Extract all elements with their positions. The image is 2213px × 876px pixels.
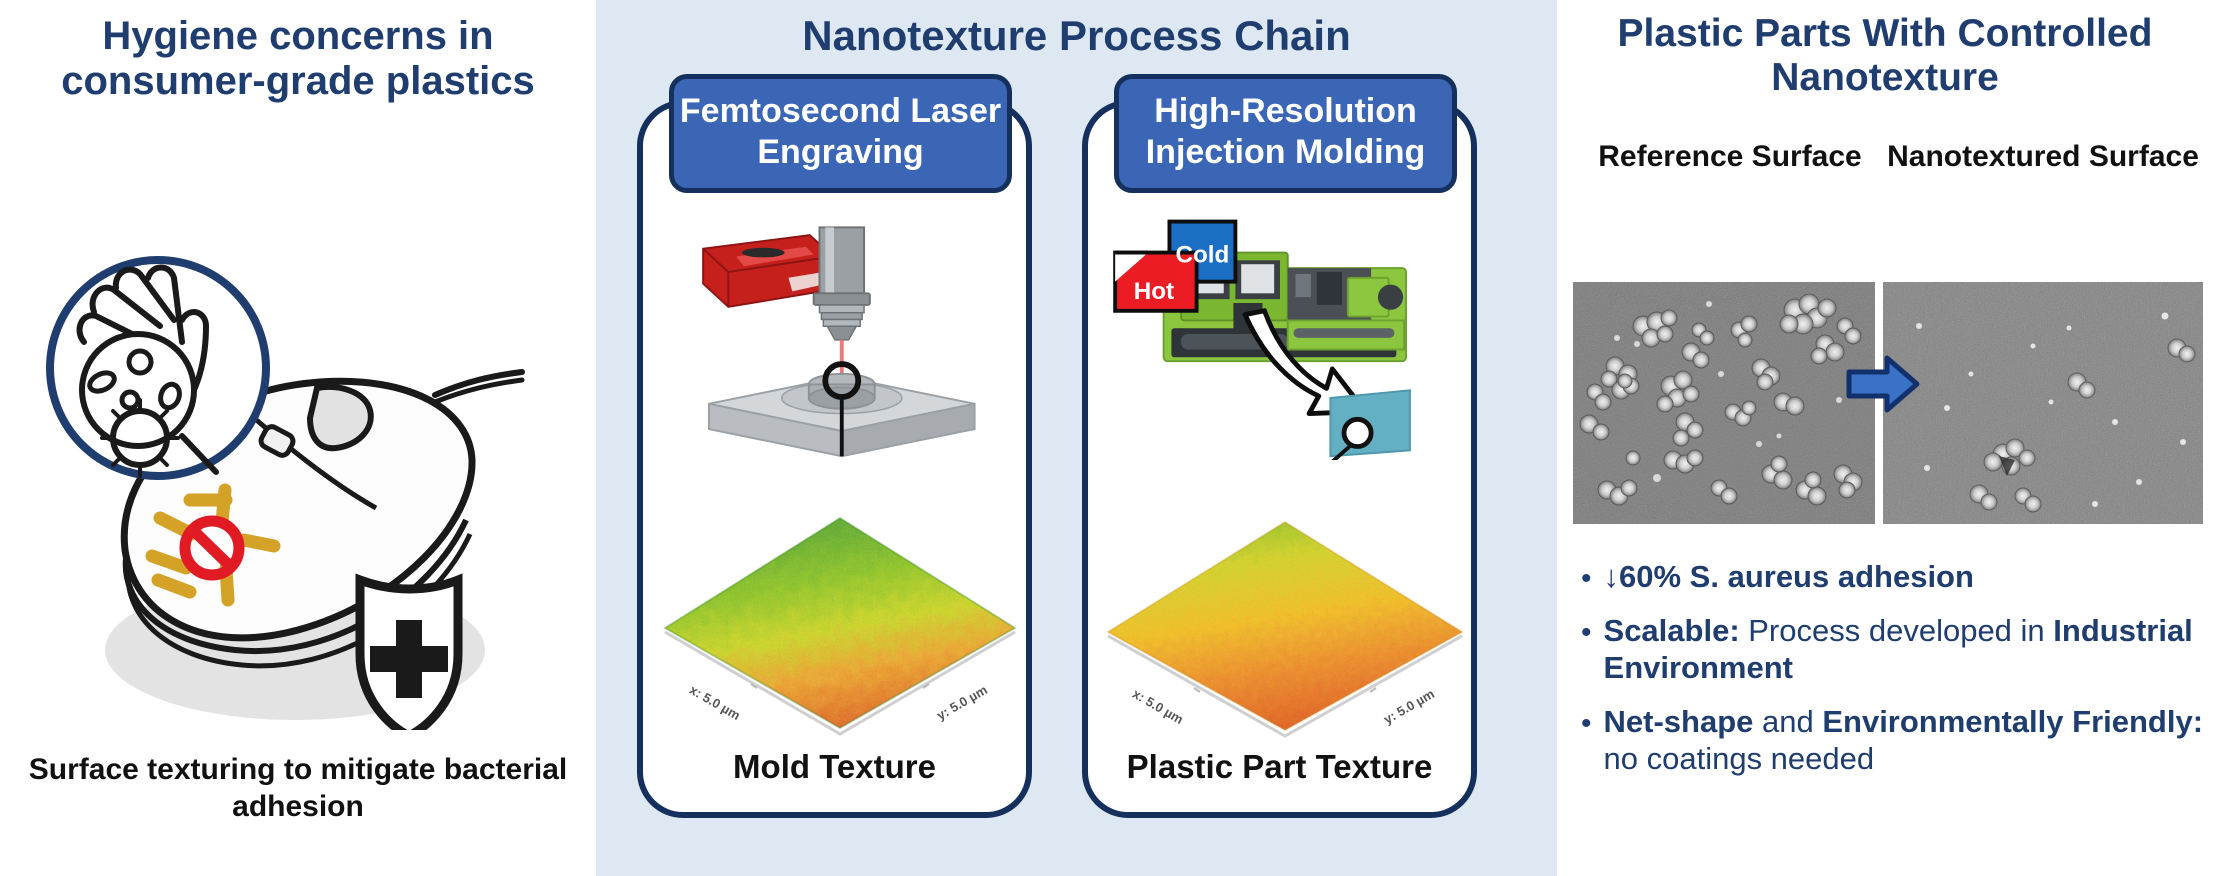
prohibition-icon: [179, 515, 245, 581]
laser-source-icon: [702, 234, 835, 308]
badge-hot-label: Hot: [1134, 278, 1174, 305]
list-item: • ↓60% S. aureus adhesion: [1575, 558, 2207, 596]
sem-image-nanotextured: [1883, 282, 2203, 524]
mouse-side-button: [258, 424, 296, 458]
surface-plot-mold-texture: x: 5.0 µm y: 5.0 µm: [643, 476, 1026, 776]
badge-hot: [1113, 250, 1199, 313]
mouse-scroll-wheel: [306, 384, 374, 452]
curved-arrow-icon: [1242, 308, 1368, 416]
bullet-text-bold-lead: Net-shape: [1603, 703, 1754, 739]
sem-label-nanotextured: Nanotextured Surface: [1887, 140, 2199, 173]
bullet-dot-icon: •: [1581, 706, 1592, 740]
surface-mesh: [665, 518, 1015, 728]
bullet-text-bold-tail: Industrial Environment: [1603, 612, 2193, 686]
bullet-text-regular: and: [1753, 703, 1823, 739]
list-item: • Scalable: Process developed in Industr…: [1575, 612, 2207, 687]
surface-axis-frame: [1107, 634, 1463, 738]
surface-plot-plastic-part-texture: x: 5.0 µm y: 5.0 µm: [1088, 476, 1471, 776]
plus-glyph: [370, 620, 448, 698]
left-panel-caption: Surface texturing to mitigate bacterial …: [28, 753, 568, 823]
bullet-text-bold-tail: Environmentally Friendly:: [1822, 703, 2204, 739]
surface-ticks: [1193, 687, 1377, 693]
key-findings-list: • ↓60% S. aureus adhesion • Scalable: Pr…: [1575, 558, 2207, 794]
magnifier-germ-icon: [46, 256, 270, 480]
laser-engraving-body: x: 5.0 µm y: 5.0 µm: [643, 210, 1026, 770]
temperature-badges: Cold Hot: [1113, 219, 1238, 313]
surface-axis-frame: [664, 630, 1016, 736]
hygiene-illustration: [46, 256, 525, 730]
bacteria-colonies: [1579, 293, 1863, 506]
center-panel: Nanotexture Process Chain Femtosecond La…: [596, 0, 1557, 876]
laser-lens-icon: [812, 226, 871, 341]
mouse-edge-1: [122, 518, 469, 655]
shield-plus-icon: [355, 573, 463, 730]
sem-image-reference: [1573, 282, 1875, 524]
right-arrow-icon: [1846, 355, 1920, 413]
bullet-dot-icon: •: [1581, 615, 1592, 649]
left-panel-title: Hygiene concerns in consumer-grade plast…: [61, 14, 535, 103]
left-panel: Hygiene concerns in consumer-grade plast…: [0, 0, 596, 876]
bullet-text-bold-lead: Scalable:: [1603, 612, 1740, 648]
bacteria-colonies-sparse: [1916, 312, 2196, 513]
callout-circle-icon: [1341, 416, 1374, 449]
bullet-text-bold-lead: ↓60% S. aureus adhesion: [1603, 559, 1974, 594]
injection-molding-diagram: Cold Hot: [1113, 219, 1411, 460]
badge-cold-label: Cold: [1175, 241, 1229, 268]
surface-ticks: [750, 683, 930, 689]
germ-icon: [79, 331, 197, 478]
list-item: • Net-shape and Environmentally Friendly…: [1575, 703, 2207, 778]
injection-molding-body: Cold Hot: [1088, 210, 1471, 770]
process-card-injection-molding: High-Resolution Injection Molding: [1082, 74, 1477, 818]
laser-engraving-diagram: [702, 226, 976, 458]
card-header-laser-engraving: Femtosecond Laser Engraving: [669, 74, 1012, 193]
bullet-text-regular: Process developed in: [1739, 612, 2054, 648]
process-card-laser-engraving: Femtosecond Laser Engraving: [637, 74, 1032, 818]
magnifier-handle: [179, 433, 219, 475]
sem-label-reference: Reference Surface: [1598, 140, 1862, 173]
card-footer-plastic-part-texture: Plastic Part Texture: [1126, 748, 1433, 785]
bullet-dot-icon: •: [1581, 562, 1592, 595]
bullet-text-regular-tail: no coatings needed: [1603, 741, 1875, 776]
right-panel: Plastic Parts With Controlled Nanotextur…: [1557, 0, 2213, 876]
card-footer-mold-texture: Mold Texture: [733, 748, 936, 785]
card-header-injection-molding: High-Resolution Injection Molding: [1114, 74, 1457, 193]
mouse-cable: [432, 369, 525, 398]
right-panel-title: Plastic Parts With Controlled Nanotextur…: [1617, 12, 2153, 99]
center-panel-title: Nanotexture Process Chain: [802, 12, 1351, 59]
surface-mesh: [1108, 522, 1462, 730]
callout-leader-line: [1331, 443, 1354, 460]
